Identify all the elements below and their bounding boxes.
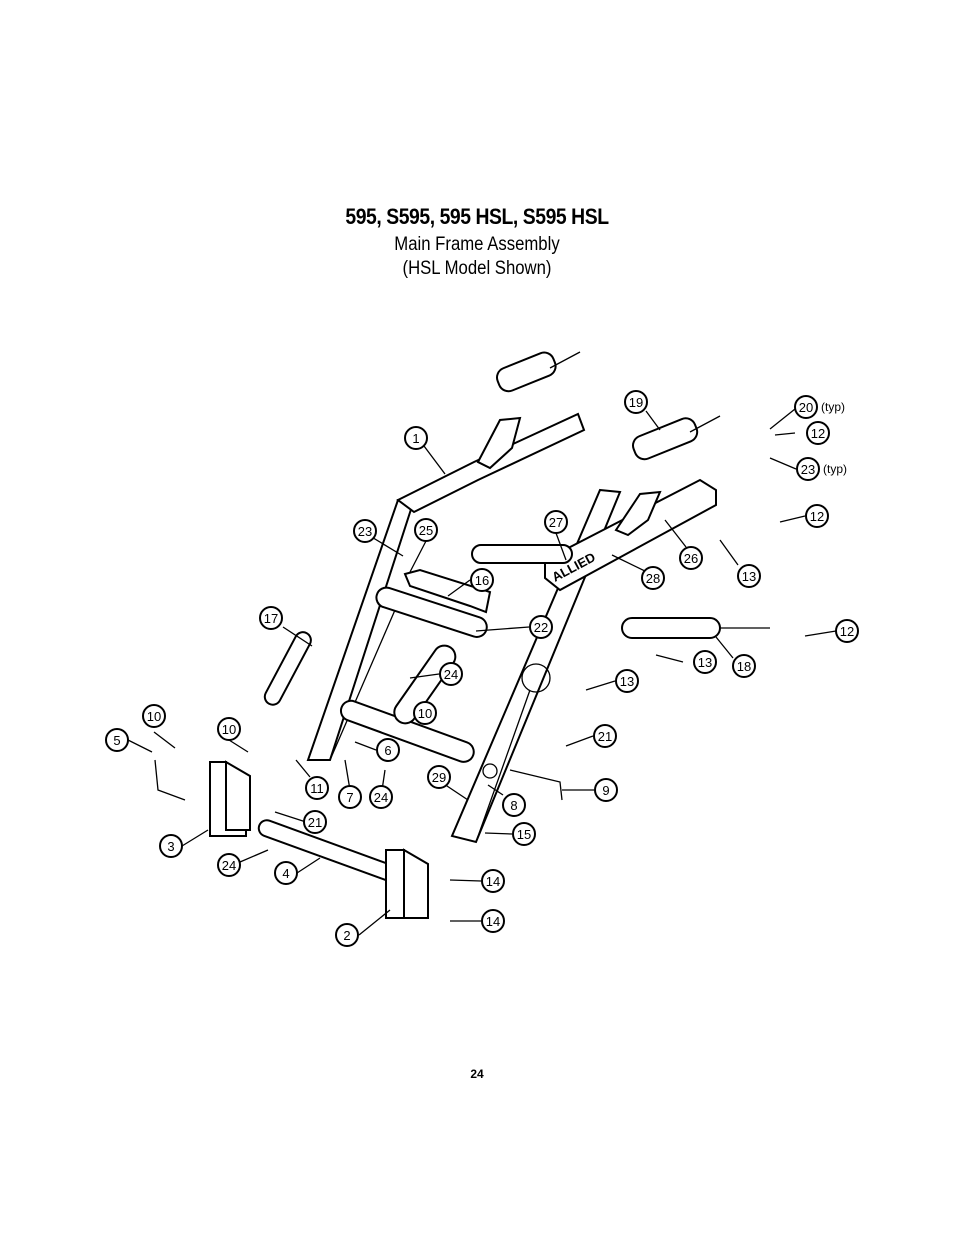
lift-cylinder <box>630 415 700 462</box>
svg-text:11: 11 <box>310 781 324 796</box>
svg-text:10: 10 <box>418 706 432 721</box>
svg-text:24: 24 <box>222 858 236 873</box>
callout-22: 22 <box>530 616 552 638</box>
svg-text:15: 15 <box>517 827 531 842</box>
svg-text:17: 17 <box>264 611 278 626</box>
callout-28: 28 <box>642 567 664 589</box>
callout-10-left: 10 <box>143 705 165 727</box>
svg-text:19: 19 <box>629 395 643 410</box>
callout-14-a: 14 <box>482 870 504 892</box>
callout-11: 11 <box>306 777 328 799</box>
callout-3: 3 <box>160 835 182 857</box>
svg-text:14: 14 <box>486 914 500 929</box>
svg-text:25: 25 <box>419 523 433 538</box>
svg-text:16: 16 <box>475 573 489 588</box>
callout-9: 9 <box>595 779 617 801</box>
svg-text:23: 23 <box>358 524 372 539</box>
callout-1: 1 <box>405 427 427 449</box>
callout-12-a: 12 <box>807 422 829 444</box>
svg-text:4: 4 <box>282 866 289 881</box>
svg-text:14: 14 <box>486 874 500 889</box>
callout-4: 4 <box>275 862 297 884</box>
callout-10-right: 10 <box>218 718 240 740</box>
callout-12-c: 12 <box>836 620 858 642</box>
upper-cross-tube <box>472 545 572 563</box>
callout-23-b: 23 <box>797 458 819 480</box>
callout-23-typ: (typ) <box>823 462 847 476</box>
svg-text:24: 24 <box>374 790 388 805</box>
callout-5: 5 <box>106 729 128 751</box>
callout-20: 20 <box>795 396 817 418</box>
svg-text:29: 29 <box>432 770 446 785</box>
callout-29: 29 <box>428 766 450 788</box>
callout-10-center: 10 <box>414 702 436 724</box>
latch-handle <box>155 760 185 800</box>
svg-text:5: 5 <box>113 733 120 748</box>
svg-text:27: 27 <box>549 515 563 530</box>
right-mount-side <box>404 850 428 918</box>
svg-text:2: 2 <box>343 928 350 943</box>
callout-14-b: 14 <box>482 910 504 932</box>
svg-text:20: 20 <box>799 400 813 415</box>
callout-24-c: 24 <box>218 854 240 876</box>
callout-26: 26 <box>680 547 702 569</box>
callout-8: 8 <box>503 794 525 816</box>
svg-text:13: 13 <box>620 674 634 689</box>
page-number: 24 <box>0 1067 954 1081</box>
svg-text:22: 22 <box>534 620 548 635</box>
svg-text:26: 26 <box>684 551 698 566</box>
tilt-cylinder <box>622 618 720 638</box>
callout-6: 6 <box>377 739 399 761</box>
cylinders <box>262 350 770 708</box>
svg-text:13: 13 <box>698 655 712 670</box>
svg-text:1: 1 <box>412 431 419 446</box>
gas-spring <box>262 629 314 707</box>
callout-23-a: 23 <box>354 520 376 542</box>
right-mount-bracket <box>386 850 404 918</box>
svg-text:12: 12 <box>811 426 825 441</box>
left-mount-side <box>226 762 250 830</box>
callout-17: 17 <box>260 607 282 629</box>
svg-text:23: 23 <box>801 462 815 477</box>
callout-13-c: 13 <box>616 670 638 692</box>
callout-27: 27 <box>545 511 567 533</box>
svg-text:18: 18 <box>737 659 751 674</box>
callout-7: 7 <box>339 786 361 808</box>
svg-text:21: 21 <box>598 729 612 744</box>
svg-text:10: 10 <box>222 722 236 737</box>
svg-text:24: 24 <box>444 667 458 682</box>
callout-13-a: 13 <box>738 565 760 587</box>
svg-text:28: 28 <box>646 571 660 586</box>
svg-text:12: 12 <box>840 624 854 639</box>
svg-text:7: 7 <box>346 790 353 805</box>
callout-18: 18 <box>733 655 755 677</box>
svg-text:21: 21 <box>308 815 322 830</box>
svg-text:6: 6 <box>384 743 391 758</box>
svg-text:8: 8 <box>510 798 517 813</box>
svg-text:12: 12 <box>810 509 824 524</box>
callout-25: 25 <box>415 519 437 541</box>
callout-13-b: 13 <box>694 651 716 673</box>
callout-19: 19 <box>625 391 647 413</box>
svg-text:10: 10 <box>147 709 161 724</box>
callout-24-b: 24 <box>370 786 392 808</box>
callout-21-a: 21 <box>304 811 326 833</box>
callout-16: 16 <box>471 569 493 591</box>
callout-2: 2 <box>336 924 358 946</box>
callout-21-b: 21 <box>594 725 616 747</box>
callout-24-a: 24 <box>440 663 462 685</box>
upper-left-cylinder <box>494 350 559 395</box>
svg-text:3: 3 <box>167 839 174 854</box>
callout-20-typ: (typ) <box>821 400 845 414</box>
svg-text:13: 13 <box>742 569 756 584</box>
svg-text:9: 9 <box>602 783 609 798</box>
callout-12-b: 12 <box>806 505 828 527</box>
callout-15: 15 <box>513 823 535 845</box>
